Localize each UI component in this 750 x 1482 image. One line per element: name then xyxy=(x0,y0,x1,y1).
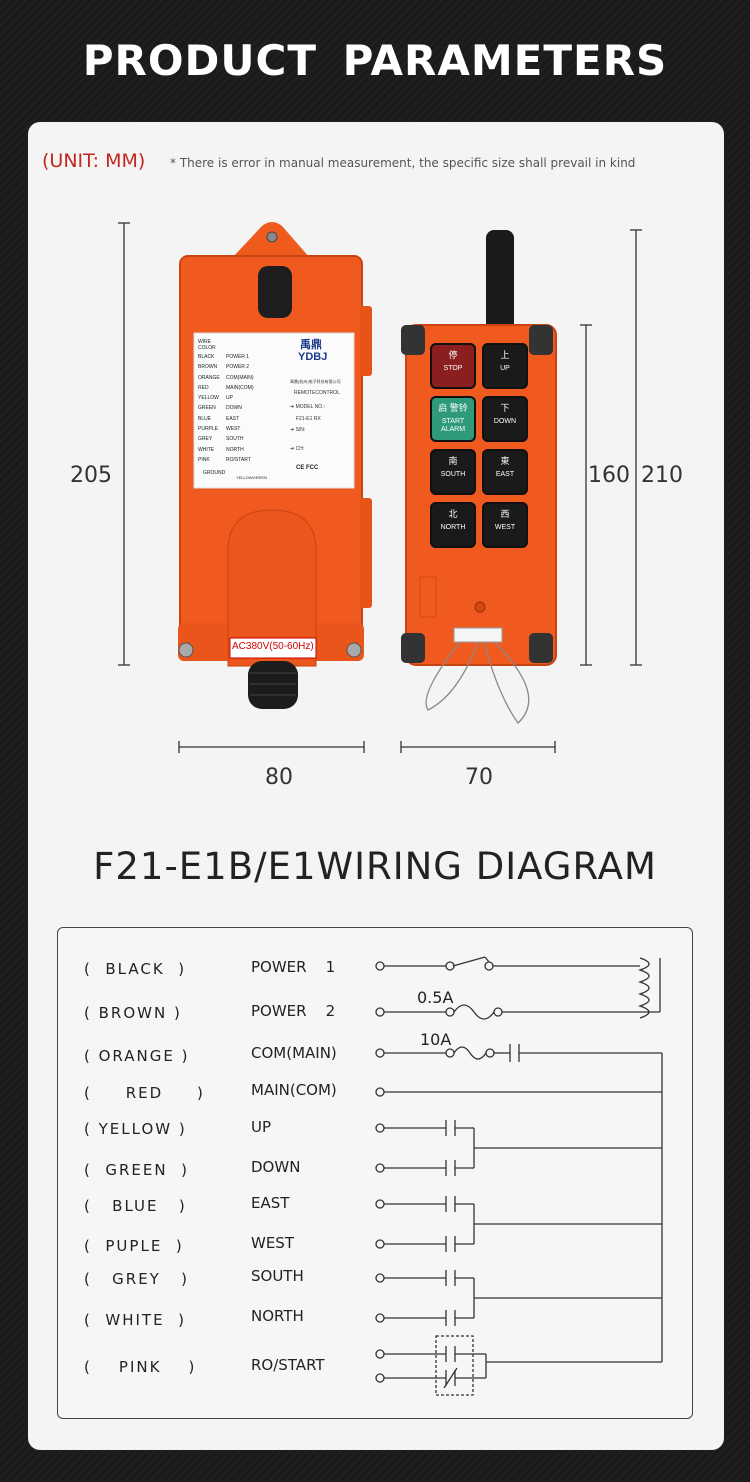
receiver-model-no: ➔ MODEL NO.: xyxy=(290,404,325,410)
receiver-company: 禹鼎(杭州)电子科技有限公司 xyxy=(290,379,341,384)
receiver-label-color: GREY xyxy=(198,436,213,443)
wire-function-label: EAST xyxy=(251,1194,290,1212)
wire-color-label: ( WHITE ) xyxy=(84,1311,186,1329)
wire-function-label: COM(MAIN) xyxy=(251,1044,337,1062)
button-cn-label: 停 xyxy=(448,350,458,360)
unit-label: (UNIT: MM) xyxy=(42,150,146,172)
receiver-label-func: UP xyxy=(226,395,233,402)
receiver-ch: ➔ CH: xyxy=(290,446,305,452)
receiver-label-color: RED xyxy=(198,384,209,391)
wire-color-label: ( PUPLE ) xyxy=(84,1237,184,1255)
button-en-label: DOWN xyxy=(493,418,517,425)
receiver-label-color: YELLOW xyxy=(198,395,219,402)
fuse-large-label: 10A xyxy=(420,1030,452,1049)
wire-color-label: ( GREY ) xyxy=(84,1270,189,1288)
fuse-small-label: 0.5A xyxy=(417,988,454,1007)
button-en-label: STOP xyxy=(443,365,463,372)
button-en-label: SOUTH xyxy=(440,471,466,478)
receiver-label-func: SOUTH xyxy=(226,436,244,443)
button-en-label: UP xyxy=(500,365,510,372)
wire-color-label: ( PINK ) xyxy=(84,1358,197,1376)
transmitter-button-up[interactable]: 上 UP xyxy=(482,343,528,389)
button-cn-label: 上 xyxy=(500,350,510,360)
receiver-wire-color-header: WIRE COLOR xyxy=(198,339,216,351)
receiver-sn: ➔ S/N: xyxy=(290,427,306,433)
receiver-height-label: 205 xyxy=(70,463,112,488)
button-cn-label: 启 警铃 xyxy=(438,403,468,413)
receiver-label-func: POWER 2 xyxy=(226,364,250,371)
transmitter-total-height-label: 210 xyxy=(641,463,683,488)
wire-function-label: POWER 1 xyxy=(251,958,336,976)
receiver-wire-functions: POWER 1 POWER 2 COM(MAIN) MAIN(COM) UP DOWN EA… xyxy=(226,352,258,465)
wire-function-label: NORTH xyxy=(251,1307,304,1325)
receiver-brand-cn: 禹鼎 xyxy=(300,339,322,351)
wiring-diagram-title: F21-E1B/E1WIRING DIAGRAM xyxy=(93,845,657,888)
button-cn-label: 北 xyxy=(448,509,458,519)
receiver-brand: YDBJ xyxy=(298,351,328,363)
receiver-label-func: POWER 1 xyxy=(226,354,250,360)
transmitter-keypad: 停 STOP 上 UP 启 警铃 START ALARM 下 DOWN 南 SOUTH 東 EAST 北… xyxy=(430,343,535,549)
wire-color-label: ( ORANGE ) xyxy=(84,1047,190,1065)
receiver-label-color: GREEN xyxy=(198,405,216,412)
receiver-remote-label: REMOTECONTROL xyxy=(294,390,340,396)
transmitter-button-down[interactable]: 下 DOWN xyxy=(482,396,528,442)
receiver-label-func: NORTH xyxy=(226,446,244,453)
wire-color-label: ( RED ) xyxy=(84,1084,205,1102)
wire-function-label: POWER 2 xyxy=(251,1002,336,1020)
receiver-label-color: BROWN xyxy=(198,364,218,371)
receiver-width-label: 80 xyxy=(265,765,293,790)
transmitter-width-label: 70 xyxy=(465,765,493,790)
receiver-ground-wire: YELLOWGREEN xyxy=(236,475,267,480)
button-en-label: EAST xyxy=(495,471,515,478)
receiver-cert: CE FCC xyxy=(296,465,319,471)
transmitter-button-south[interactable]: 南 SOUTH xyxy=(430,449,476,495)
transmitter-button-stop[interactable]: 停 STOP xyxy=(430,343,476,389)
receiver-label-func: COM(MAIN) xyxy=(226,374,254,381)
dimension-lines xyxy=(118,222,642,753)
wire-function-label: RO/START xyxy=(251,1356,325,1374)
wire-color-label: ( BLACK ) xyxy=(84,960,187,978)
receiver-model: F21-E1 RX xyxy=(296,416,321,422)
wiring-diagram-box xyxy=(57,927,693,1419)
receiver-label-color: BLUE xyxy=(198,415,212,422)
receiver-label-color: ORANGE xyxy=(198,374,220,381)
transmitter-button-north[interactable]: 北 NORTH xyxy=(430,502,476,548)
wire-function-label: DOWN xyxy=(251,1158,301,1176)
transmitter-button-start-alarm[interactable]: 启 警铃 START ALARM xyxy=(430,396,476,442)
button-en-label: START ALARM xyxy=(440,418,466,433)
transmitter-body-height-label: 160 xyxy=(588,463,630,488)
receiver-label-color: BLACK xyxy=(198,354,215,360)
wire-function-label: SOUTH xyxy=(251,1267,304,1285)
transmitter-button-east[interactable]: 東 EAST xyxy=(482,449,528,495)
wire-function-label: UP xyxy=(251,1118,272,1136)
receiver-label-color: PINK xyxy=(198,456,210,463)
button-cn-label: 西 xyxy=(500,509,510,519)
button-en-label: WEST xyxy=(494,524,516,531)
receiver-voltage: AC380V(50-60Hz) xyxy=(232,641,314,652)
receiver-label-func: MAIN(COM) xyxy=(226,384,254,391)
receiver-wire-colors: BLACK BROWN ORANGE RED YELLOW GREEN BLUE PURPLE… xyxy=(198,352,224,465)
wire-function-label: MAIN(COM) xyxy=(251,1081,337,1099)
button-cn-label: 南 xyxy=(448,456,458,466)
receiver-ground: GROUND xyxy=(203,470,226,476)
transmitter-button-west[interactable]: 西 WEST xyxy=(482,502,528,548)
measurement-note: * There is error in manual measurement, … xyxy=(170,156,636,170)
receiver-label-func: RO/START xyxy=(226,456,251,463)
wire-color-label: ( GREEN ) xyxy=(84,1161,189,1179)
wire-color-label: ( YELLOW ) xyxy=(84,1120,187,1138)
receiver-label-color: PURPLE xyxy=(198,426,219,433)
wire-function-label: WEST xyxy=(251,1234,294,1252)
button-cn-label: 下 xyxy=(500,403,510,413)
receiver-label-color: WHITE xyxy=(198,446,215,453)
receiver-label-func: DOWN xyxy=(226,405,242,412)
wire-color-label: ( BLUE ) xyxy=(84,1197,187,1215)
wire-color-label: ( BROWN ) xyxy=(84,1004,182,1022)
button-en-label: NORTH xyxy=(440,524,466,531)
receiver-label-func: WEST xyxy=(226,426,241,433)
page-title: PRODUCT PARAMETERS xyxy=(82,36,668,85)
receiver-label-func: EAST xyxy=(226,415,240,422)
receiver-image xyxy=(178,222,372,709)
button-cn-label: 東 xyxy=(500,456,510,466)
